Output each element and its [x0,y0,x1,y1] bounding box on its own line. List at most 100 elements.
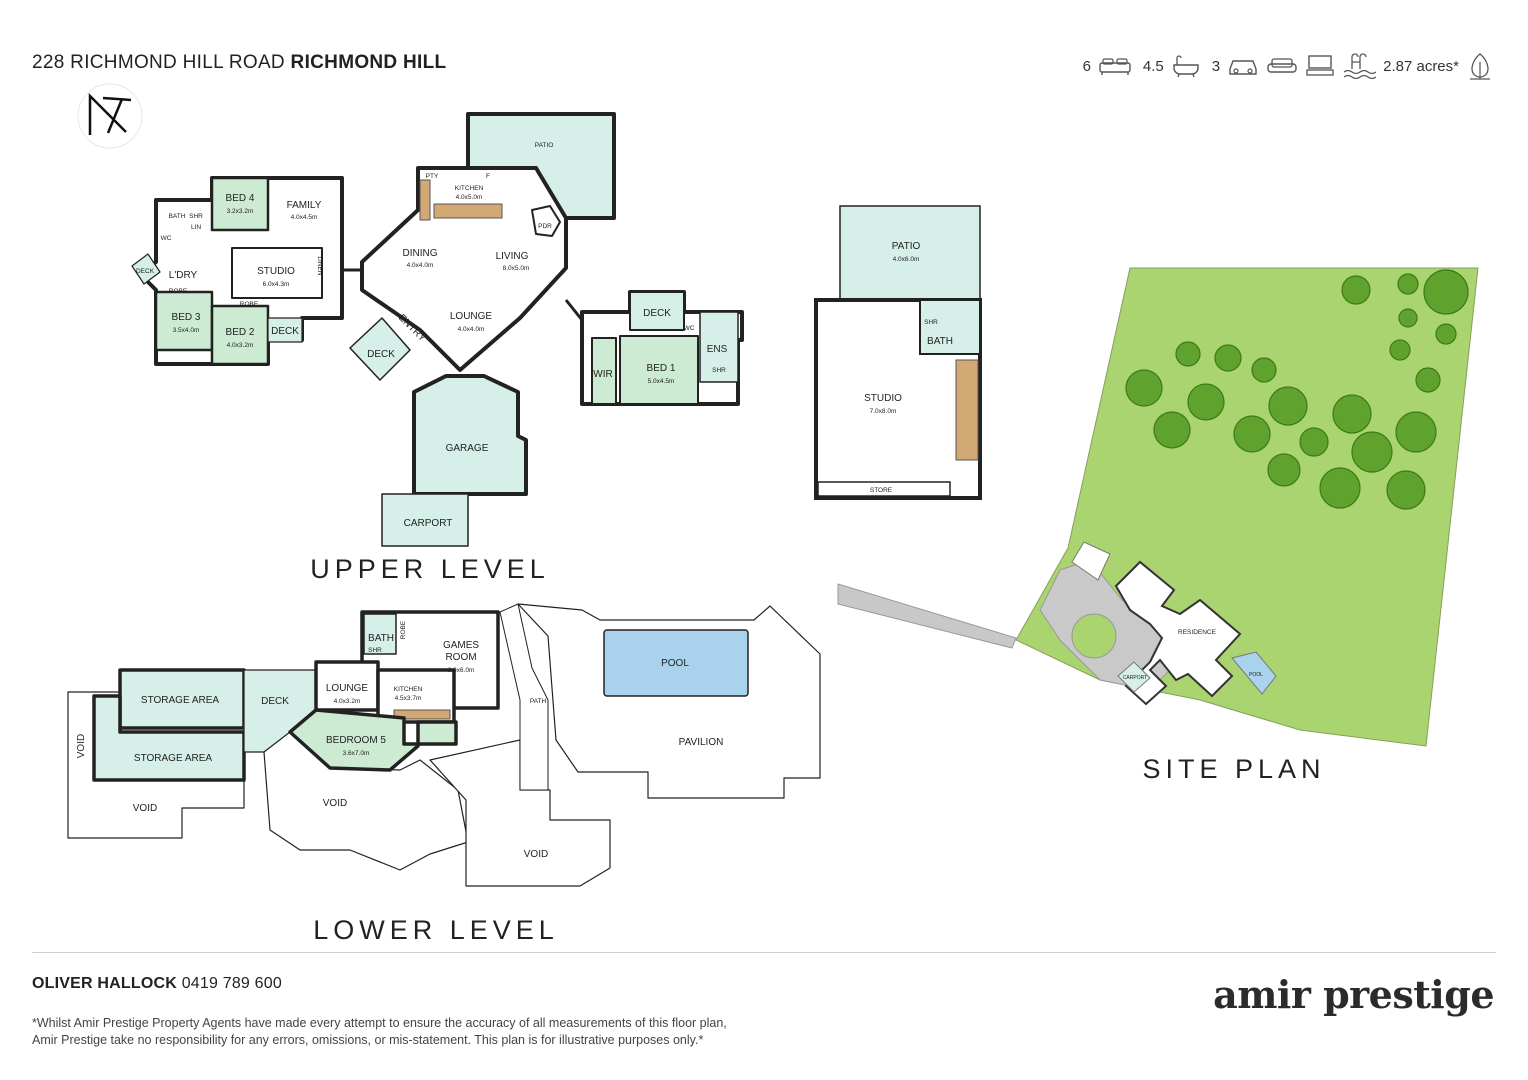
label-deck-bed1: DECK [643,308,671,319]
label-kitchen: KITCHEN [455,185,484,192]
carport-area [381,493,469,547]
label-studio-store: STORE [870,487,893,494]
label-family: FAMILY [287,200,322,211]
cars-count: 3 [1211,57,1221,75]
deck-left [131,253,161,285]
site-residence [1114,560,1242,706]
deck-bed2 [267,317,303,343]
label-bed1: BED 1 [647,363,676,374]
kitchen-bench [433,203,503,219]
label-bedroom5: BEDROOM 5 [326,735,386,746]
studio-building-plan [814,205,982,500]
lower-level-plan [67,603,821,887]
label-lower-lounge-size: 4.0x3.2m [334,698,361,705]
disclaimer: *Whilst Amir Prestige Property Agents ha… [32,1015,727,1049]
baths-count: 4.5 [1142,57,1164,75]
kitchen-counter-left [419,179,431,221]
label-studio-bath: BATH [927,336,953,347]
label-ldry: L'DRY [169,270,198,281]
studio-store [817,481,951,497]
living-wing [360,166,568,372]
site-carport [1117,661,1151,693]
agent-name: OLIVER HALLOCK [32,975,178,992]
pool-water [603,629,749,697]
tree-icon [1470,53,1490,80]
upper-level-plan [131,112,744,547]
label-garage: GARAGE [446,443,489,454]
label-lower-bath: BATH [368,633,394,644]
storage-area-top [118,668,246,730]
agent-phone[interactable]: 0419 789 600 [181,975,282,992]
label-bed4-size: 3.2x3.2m [227,208,254,215]
land-size: 2.87 acres* [1383,57,1459,75]
label-patio: PATIO [535,142,554,149]
agent-contact: OLIVER HALLOCK 0419 789 600 [32,975,282,993]
studio-patio [839,205,981,301]
address-street: 228 RICHMOND HILL ROAD [32,52,285,73]
label-family-size: 4.0x4.5m [291,214,318,221]
label-site-carport: CARPORT [1123,675,1147,681]
label-living-size: 8.0x5.0m [503,265,530,272]
label-bed3-size: 3.5x4.0m [173,327,200,334]
tv-unit-icon [1306,55,1334,76]
label-studio-upper: STUDIO [257,266,295,277]
label-pdr: PDR [538,223,552,230]
label-path: PATH [530,698,547,705]
label-studio-upper-size: 6.0x4.3m [263,281,290,288]
label-bed2: BED 2 [226,327,255,338]
label-site-pool: POOL [1249,672,1263,678]
label-ens: ENS [707,344,728,355]
label-robe-bed3: ROBE [169,288,188,295]
label-deck-bed2: DECK [271,326,299,337]
label-bed2-size: 4.0x3.2m [227,342,254,349]
label-storage-bottom: STORAGE AREA [134,753,213,764]
label-games-size: 6.0x6.0m [448,667,475,674]
lower-lounge [314,660,380,712]
bed1-room [619,335,699,405]
label-bed3: BED 3 [172,312,201,323]
label-pool: POOL [661,658,689,669]
address-suburb: RICHMOND HILL [290,52,447,73]
site-driveway [837,583,1017,649]
label-entry-deck: DECK [367,349,395,360]
site-plan: RESIDENCE CARPORT POOL [837,267,1479,747]
label-lower-robe: ROBE [400,620,407,639]
studio-upper-room [231,247,323,299]
label-site-residence: RESIDENCE [1178,629,1217,636]
label-shr-upper: SHR [189,213,203,220]
garage-room [412,374,528,496]
entry-deck [349,317,411,381]
studio-kitchenette [955,359,979,461]
label-games: GAMES [443,640,479,651]
lower-level-labels: STORAGE AREA STORAGE AREA DECK VOID VOID… [76,620,723,860]
wir-room [591,337,617,405]
label-studio-patio: PATIO [892,241,921,252]
label-games-room: ROOM [445,652,476,663]
upper-level-title: UPPER LEVEL [310,554,550,584]
label-studio-size: 7.0x8.0m [870,408,897,415]
brand-logo: amir prestige [1213,972,1494,1017]
label-storage-top: STORAGE AREA [141,695,220,706]
footer-divider [32,952,1496,953]
label-dining: DINING [403,248,438,259]
label-bed1-size: 5.0x4.5m [648,378,675,385]
beds-count: 6 [1082,57,1091,75]
label-shr2: SHR [712,367,726,374]
label-lower-kitchen: KITCHEN [394,686,423,693]
site-pool [1231,651,1277,695]
label-wir: WIR [593,369,612,380]
lower-level-title: LOWER LEVEL [313,915,559,945]
label-void-bottom: VOID [133,803,157,814]
studio-bath [919,299,981,355]
label-studio-shr: SHR [924,319,938,326]
label-deck-lower: DECK [261,696,289,707]
studio-building-labels: PATIO 4.0x6.0m SHR BATH STUDIO 7.0x8.0m … [864,241,953,494]
bed3-room [154,290,214,352]
bed-icon [1099,58,1131,75]
property-address: 228 RICHMOND HILL ROAD RICHMOND HILL [32,52,446,74]
site-plan-title: SITE PLAN [1142,754,1325,784]
bed2-room [210,304,270,366]
label-bedroom5-size: 3.6x7.0m [343,750,370,757]
lower-kitchen-bench [393,709,451,720]
